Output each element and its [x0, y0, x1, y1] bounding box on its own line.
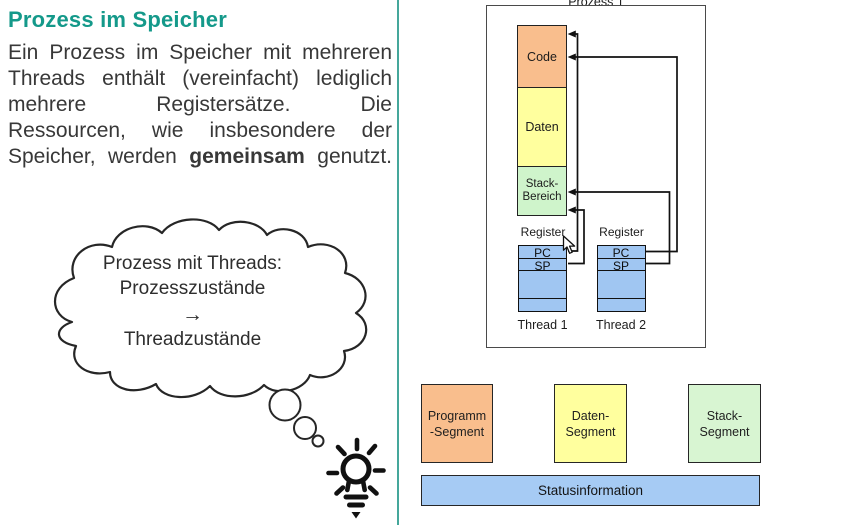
divider-line: [397, 0, 399, 525]
body-line: Ressourcen, wie insbesondere der: [8, 119, 392, 142]
bold-emphasis: gemeinsam: [189, 145, 305, 168]
thought-bubble-icon: [293, 416, 317, 440]
memory-stack-block: Stack- Bereich: [517, 166, 567, 216]
cloud-line: Threadzustände: [123, 329, 262, 351]
sp-register-cell: SP: [519, 258, 566, 272]
thought-bubble-icon: [268, 388, 302, 422]
status-information-bar: Statusinformation: [421, 475, 760, 506]
pc-register-cell: PC: [612, 245, 630, 260]
register-label-thread2: Register: [599, 225, 644, 239]
body-line: mehrere Registersätze. Die: [8, 93, 392, 116]
empty-register-cell: [519, 298, 566, 310]
body-line: Threads enthält (vereinfacht) lediglich: [8, 67, 392, 90]
thread1-caption: Thread 1: [517, 318, 568, 332]
sp-register-cell: SP: [597, 258, 645, 272]
body-paragraph: Ein Prozess im Speicher mit mehreren Thr…: [8, 40, 392, 170]
down-implies-arrow: →: [182, 302, 203, 326]
lightbulb-icon: [326, 437, 386, 519]
stack-segment-card: Stack- Segment: [688, 384, 761, 463]
program-segment-card: Programm -Segment: [421, 384, 493, 463]
data-segment-card: Daten- Segment: [554, 384, 627, 463]
memory-code-block: Code: [517, 25, 567, 88]
thought-bubble-icon: [311, 434, 325, 448]
cloud-line: Prozess mit Threads:: [102, 253, 283, 274]
register-table-thread2: PC SP: [596, 245, 646, 312]
empty-register-cell: [519, 270, 566, 298]
thought-cloud-icon: [54, 218, 368, 448]
body-line: Speicher, werden gemeinsam genutzt.: [8, 145, 392, 168]
cloud-text: Prozess mit Threads: Prozesszustände → T…: [40, 251, 345, 353]
register-table-thread1: PC SP: [518, 245, 567, 312]
process-title: Prozess 1: [486, 0, 706, 10]
empty-register-cell: [597, 298, 645, 310]
page-title: Prozess im Speicher: [8, 7, 228, 32]
thread2-caption: Thread 2: [595, 318, 647, 332]
cloud-line: Prozesszustände: [119, 278, 266, 300]
register-label-thread1: Register: [520, 225, 566, 239]
empty-register-cell: [597, 270, 645, 298]
body-line: Ein Prozess im Speicher mit mehreren: [8, 41, 392, 64]
pc-register-cell: PC: [534, 245, 551, 260]
memory-data-block: Daten: [517, 87, 567, 167]
diagram-panel: Prozess 1 Code Daten Stack- Bereich Regi…: [398, 0, 857, 525]
mouse-cursor-icon: [562, 235, 576, 254]
